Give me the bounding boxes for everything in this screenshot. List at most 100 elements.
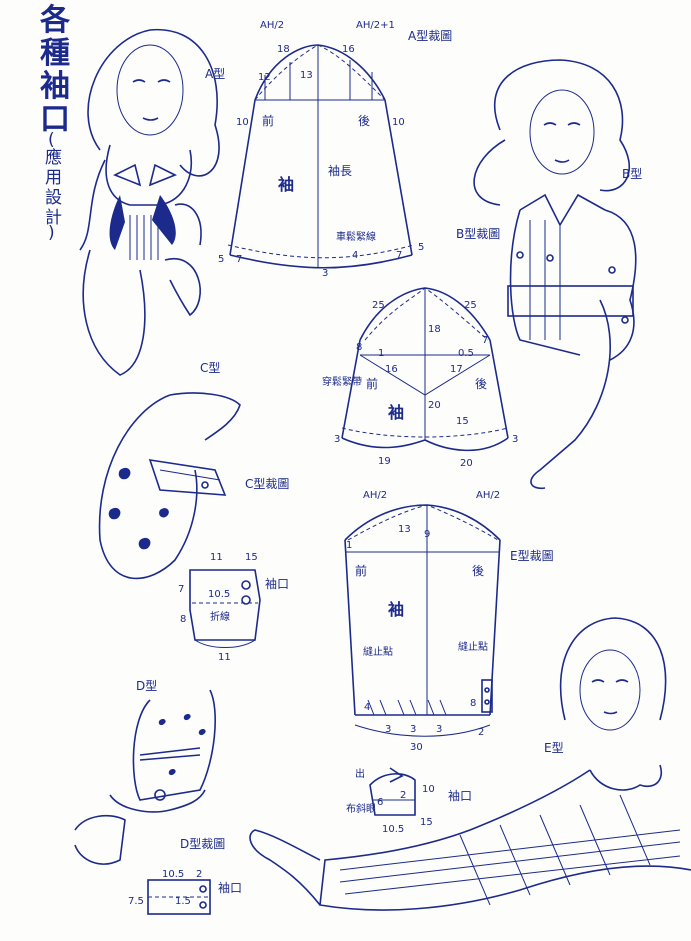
pattern-a-n5-left: 5	[218, 254, 224, 265]
figure-c-illustration	[98, 392, 241, 580]
pattern-b-draft	[341, 287, 509, 452]
pattern-c-draft	[189, 569, 261, 648]
cuff-e-n6: 6	[377, 797, 383, 808]
pattern-b-elastic: 穿鬆緊帶	[322, 375, 362, 388]
pattern-b-sleeve: 袖	[388, 403, 404, 422]
pattern-e-n2: 2	[478, 727, 484, 738]
figure-d-illustration	[74, 689, 216, 865]
pattern-c-n11-bottom: 11	[218, 652, 231, 663]
pattern-a-gather-line: 車鬆緊線	[336, 230, 376, 243]
title-char-2: 種	[40, 36, 70, 71]
pattern-a-n13: 13	[300, 70, 313, 81]
pattern-a-front: 前	[262, 113, 274, 128]
pattern-b-back: 後	[475, 377, 487, 391]
pattern-d-cuff: 袖口	[218, 880, 242, 895]
pattern-e-ah-left: AH/2	[363, 490, 387, 501]
pattern-a-n18: 18	[277, 44, 290, 55]
cuff-e-n2: 2	[400, 790, 406, 801]
pattern-b-n05: 0.5	[458, 348, 474, 359]
page-title: 各 種 袖 口	[39, 3, 71, 137]
pattern-e-n9: 9	[424, 529, 430, 540]
figure-b-illustration	[473, 59, 637, 490]
pattern-c-n15: 15	[245, 552, 258, 563]
pattern-b-n17: 17	[450, 364, 463, 375]
title-char-3: 袖	[40, 69, 70, 104]
pattern-e-ah-right: AH/2	[476, 490, 500, 501]
pattern-b-n15: 15	[456, 416, 469, 427]
pattern-a-n4: 4	[352, 250, 358, 261]
pattern-e-title: E型裁圖	[510, 549, 554, 563]
pattern-b-n20-bottom: 20	[460, 458, 473, 469]
pattern-b-n3-right: 3	[512, 434, 518, 445]
pattern-a-n10-right: 10	[392, 117, 405, 128]
pattern-c-title: C型裁圖	[245, 477, 289, 491]
pattern-e-n8: 8	[470, 698, 476, 709]
pattern-e-n4: 4	[364, 702, 370, 713]
figure-e-label: E型	[544, 741, 564, 755]
pattern-e-n1: 1	[346, 540, 352, 551]
pattern-e-sleeve: 袖	[388, 600, 404, 619]
pattern-b-n18: 18	[428, 324, 441, 335]
pattern-b-n7: 7	[482, 335, 488, 346]
figure-d-label: D型	[136, 679, 157, 693]
cuff-e-out: 出	[355, 767, 365, 780]
pattern-a-sleeve: 袖	[278, 175, 294, 194]
figure-a-illustration	[79, 28, 220, 376]
pattern-e-stop-right: 縫止點	[458, 640, 488, 653]
pattern-b-n20: 20	[428, 400, 441, 411]
cuff-e-draft	[369, 767, 416, 816]
pattern-e-stop-left: 縫止點	[363, 645, 393, 658]
pattern-e-draft	[344, 504, 501, 737]
subtitle-char-1: 應	[45, 147, 62, 168]
pattern-c-n8: 8	[180, 614, 186, 625]
figure-c-label: C型	[200, 361, 220, 375]
cuff-e-n10: 10	[422, 784, 435, 795]
pattern-e-n30: 30	[410, 742, 423, 753]
pattern-d-draft	[147, 879, 211, 915]
pattern-a-n3: 3	[322, 268, 328, 279]
pattern-a-n5-right: 5	[418, 242, 424, 253]
pattern-b-n1: 1	[378, 348, 384, 359]
cuff-e-n105: 10.5	[382, 824, 404, 835]
pattern-c-n105: 10.5	[208, 589, 230, 600]
page-subtitle: ( 應 用 設 計 )	[45, 130, 62, 243]
pattern-d-n2: 2	[196, 869, 202, 880]
pattern-b-n25-left: 25	[372, 300, 385, 311]
pattern-b-front: 前	[366, 376, 378, 391]
pattern-c-fold: 折線	[210, 610, 230, 623]
pattern-a-sleeve-length: 袖長	[328, 163, 352, 178]
pattern-a-n7-left: 7	[236, 254, 242, 265]
pattern-d-title: D型裁圖	[180, 837, 225, 851]
pattern-e-front: 前	[355, 563, 367, 578]
pattern-d-n75: 7.5	[128, 896, 144, 907]
subtitle-char-3: 設	[45, 188, 62, 208]
pattern-e-n3-a: 3	[385, 724, 391, 735]
cuff-e-n15: 15	[420, 817, 433, 828]
pattern-e-n13: 13	[398, 524, 411, 535]
figure-b-label: B型	[622, 167, 642, 181]
pattern-b-n3-left: 3	[334, 434, 340, 445]
pattern-a-n7-right: 7	[396, 250, 402, 261]
pattern-a-n16: 16	[342, 44, 355, 55]
pattern-c-n7: 7	[178, 584, 184, 595]
cuff-e-bias: 布斜眼	[346, 802, 376, 815]
pattern-d-n105: 10.5	[162, 869, 184, 880]
pattern-b-title: B型裁圖	[456, 227, 500, 241]
figure-a-label: A型	[205, 67, 225, 81]
pattern-c-n11-top: 11	[210, 552, 223, 563]
subtitle-close: )	[48, 223, 55, 243]
figure-e-illustration	[249, 617, 691, 911]
pattern-e-back: 後	[472, 564, 484, 578]
pattern-a-draft	[227, 44, 415, 269]
pattern-a-ah-right: AH/2+1	[356, 20, 395, 31]
title-char-4: 口	[40, 102, 70, 137]
title-char-1: 各	[39, 3, 71, 38]
subtitle-open: (	[48, 130, 55, 150]
pattern-a-n10-left: 10	[236, 117, 249, 128]
subtitle-char-4: 計	[45, 208, 62, 228]
cuff-e-cuff: 袖口	[448, 788, 472, 803]
pattern-a-title: A型裁圖	[408, 29, 452, 43]
pattern-e-n3-b: 3	[410, 724, 416, 735]
